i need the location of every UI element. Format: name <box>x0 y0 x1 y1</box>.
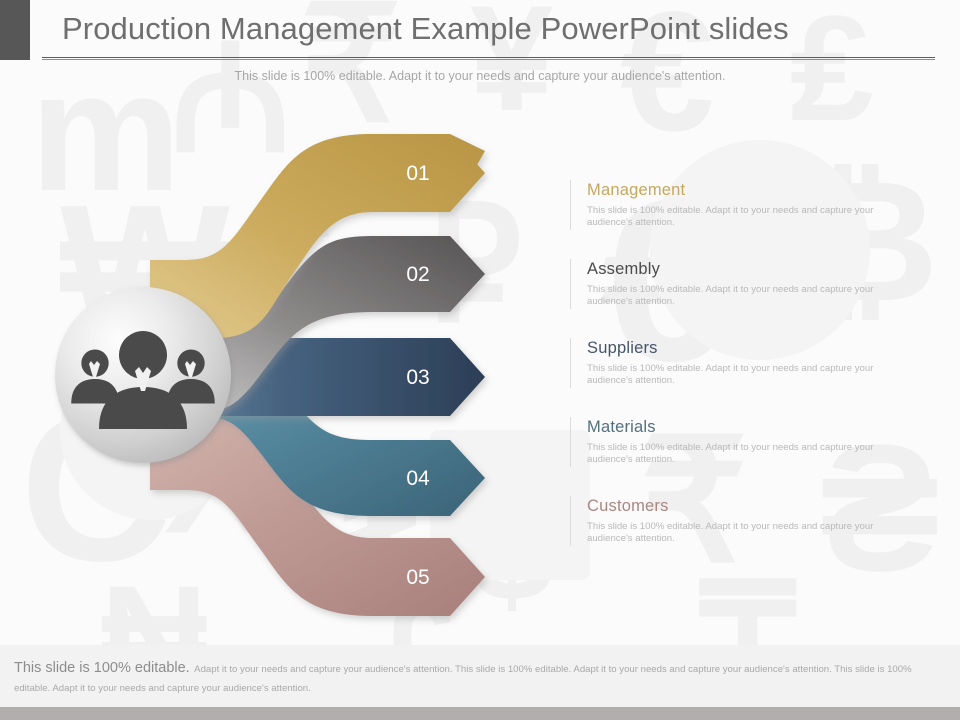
item-description: This slide is 100% editable. Adapt it to… <box>587 442 874 466</box>
ribbon-number-02: 02 <box>406 263 429 286</box>
item-title: Management <box>587 181 686 199</box>
ribbon-number-05: 05 <box>406 566 429 589</box>
ribbon-diagram: 01 02 03 04 05 <box>0 100 560 630</box>
item-description: This slide is 100% editable. Adapt it to… <box>587 284 874 308</box>
page-title: Production Management Example PowerPoint… <box>62 11 789 46</box>
list-item[interactable]: Materials This slide is 100% editable. A… <box>570 417 900 467</box>
ribbon-number-03: 03 <box>406 366 429 389</box>
ribbon-number-04: 04 <box>406 467 430 490</box>
list-item[interactable]: Assembly This slide is 100% editable. Ad… <box>570 259 900 309</box>
item-title: Materials <box>587 418 656 436</box>
footer-lead-text: This slide is 100% editable. <box>14 660 190 676</box>
list-item[interactable]: Management This slide is 100% editable. … <box>570 180 900 230</box>
ribbon-number-01: 01 <box>406 162 429 185</box>
title-divider <box>42 57 935 60</box>
item-description: This slide is 100% editable. Adapt it to… <box>587 205 874 229</box>
slide-subtitle: This slide is 100% editable. Adapt it to… <box>234 69 726 83</box>
item-title: Suppliers <box>587 339 658 357</box>
item-description: This slide is 100% editable. Adapt it to… <box>587 363 874 387</box>
slide-footer: This slide is 100% editable. Adapt it to… <box>0 645 960 720</box>
slide-header: Production Management Example PowerPoint… <box>0 0 960 64</box>
list-item[interactable]: Suppliers This slide is 100% editable. A… <box>570 338 900 388</box>
header-accent-bar <box>0 0 30 60</box>
footer-text: This slide is 100% editable. Adapt it to… <box>14 659 944 697</box>
item-title: Assembly <box>587 260 661 278</box>
footer-accent-bar <box>0 707 960 720</box>
item-title: Customers <box>587 497 669 515</box>
item-description: This slide is 100% editable. Adapt it to… <box>587 521 874 545</box>
list-item[interactable]: Customers This slide is 100% editable. A… <box>570 496 900 546</box>
